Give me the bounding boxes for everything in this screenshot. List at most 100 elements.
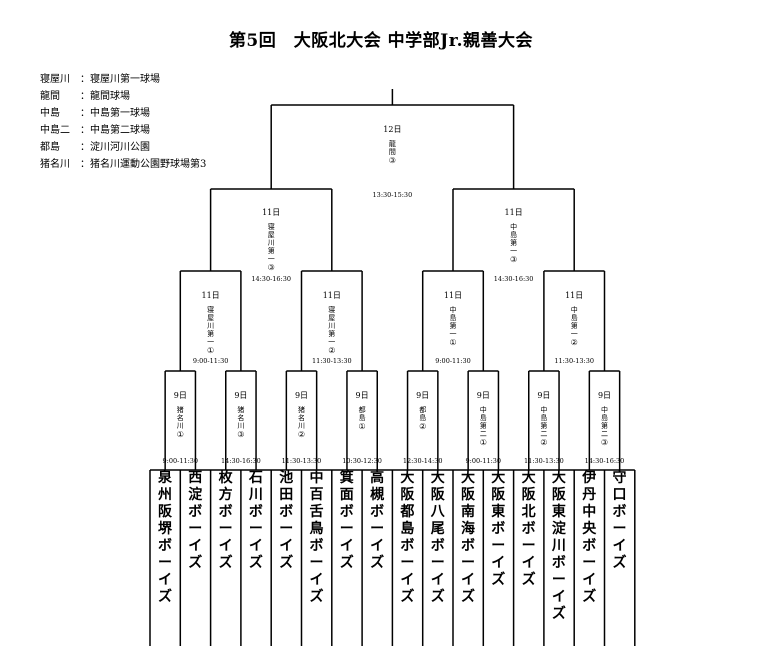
match-venue: 中島第一 [485, 223, 543, 255]
team-name-char: 東 [551, 504, 566, 520]
match-time: 9:00-11:30 [465, 457, 502, 465]
team-name-char: 川 [248, 487, 263, 503]
venue-short: 猪名川 [40, 159, 70, 170]
match-venue: 猪名川 [273, 406, 331, 430]
team-name-char: ズ [491, 572, 506, 588]
match-venue: 龍間 [363, 140, 421, 156]
match-venue-char: 第 [449, 322, 457, 330]
match-venue-char: 寝 [267, 223, 275, 231]
match-number: ① [176, 430, 184, 439]
match-venue-char: 名 [298, 414, 305, 422]
team-name-char: ズ [551, 606, 566, 622]
match-venue-char: 中 [540, 406, 548, 414]
team-name-char: 池 [279, 470, 294, 486]
team-name-char: 阪 [400, 487, 415, 503]
match-venue-char: 第 [510, 239, 518, 247]
match-venue-char: 島 [510, 231, 518, 239]
match-time: 11:30-13:30 [311, 357, 352, 365]
team-name: 枚方ボーイズ [212, 470, 240, 645]
team-name: 池田ボーイズ [272, 470, 300, 645]
match-day: 11日 [262, 208, 281, 217]
match-day: 9日 [234, 391, 248, 400]
match-venue-char: 一 [449, 330, 457, 338]
team-name-char: ボ [248, 504, 263, 520]
team-name-char: ボ [218, 504, 233, 520]
match-time: 14:30-16:30 [221, 457, 261, 465]
match-venue-char: 名 [176, 414, 184, 422]
team-name-char: 大 [491, 470, 506, 486]
match-venue: 都島 [394, 406, 452, 422]
team-name-char: ボ [309, 538, 324, 554]
match-venue-char: 中 [570, 306, 578, 314]
venue-full: ：龍間球場 [80, 91, 130, 102]
team-name: 高槻ボーイズ [363, 470, 391, 645]
team-name-char: ー [430, 555, 445, 571]
team-name-char: 大 [400, 470, 415, 486]
team-name-char: 尾 [430, 521, 445, 537]
team-name-char: ボ [158, 538, 172, 554]
team-name-char: ボ [551, 555, 566, 571]
match-venue-char: 中 [601, 406, 608, 414]
match-time: 11:30-13:30 [554, 357, 595, 365]
team-name-char: 石 [248, 470, 263, 486]
team-name-char: ボ [612, 504, 627, 520]
match-venue: 都島 [333, 406, 391, 422]
legend-row: 龍間 ：龍間球場 [40, 88, 206, 105]
match-time: 11:30-13:30 [524, 457, 564, 465]
team-name-char: 泉 [158, 470, 172, 486]
team-name-char: 阪 [551, 487, 566, 503]
team-name-char: ズ [279, 555, 294, 571]
match-number: ③ [388, 156, 396, 165]
team-name-char: 鳥 [309, 521, 324, 537]
match-venue-char: 川 [267, 239, 275, 247]
match-venue-char: 二 [601, 430, 608, 438]
team-name-char: ー [218, 521, 233, 537]
team-name-char: ズ [521, 572, 536, 588]
match-venue-char: 島 [449, 314, 457, 322]
team-name-char: ー [461, 555, 475, 571]
match-venue-char: 第 [479, 422, 487, 430]
match-day: 9日 [537, 391, 551, 400]
match-venue-char: 猪 [237, 406, 245, 414]
match-day: 9日 [416, 391, 430, 400]
team-name-char: 堺 [158, 521, 172, 537]
match-venue-char: 第 [207, 330, 215, 338]
team-name-char: ー [339, 521, 354, 537]
team-name-char: 枚 [218, 470, 233, 486]
page-title: 第5回 大阪北大会 中学部Jr.親善大会 [228, 31, 534, 51]
team-name: 石川ボーイズ [242, 470, 270, 645]
team-name-char: イ [188, 538, 203, 554]
venue-short: 龍間 [40, 91, 60, 102]
match-number: ① [358, 422, 366, 431]
team-name-char: ズ [400, 589, 415, 605]
team-name: 大阪東淀川ボーイズ [545, 470, 573, 645]
venue-full: ：中島第一球場 [80, 108, 150, 119]
match-day: 9日 [173, 391, 187, 400]
team-name-char: ズ [430, 589, 445, 605]
team-name-char: 川 [551, 538, 566, 554]
match-venue-char: 一 [510, 247, 518, 255]
team-name-char: ボ [279, 504, 294, 520]
team-name-char: イ [612, 538, 627, 554]
match-venue-char: 川 [328, 322, 336, 330]
legend-row: 中島：中島第一球場 [40, 105, 206, 122]
match-number: ② [297, 430, 306, 439]
match-venue: 猪名川 [212, 406, 270, 430]
team-name-char: 都 [400, 504, 415, 520]
match-venue-char: 都 [358, 406, 366, 414]
match-venue-char: 島 [479, 414, 487, 422]
team-name-char: ー [248, 521, 263, 537]
match-number: ① [207, 346, 215, 355]
match-venue: 中島第一 [424, 306, 482, 338]
team-name-char: ズ [339, 555, 354, 571]
legend-row: 中島二：中島第二球場 [40, 122, 206, 139]
team-name-char: ー [551, 572, 566, 588]
match-time: 9:00-11:30 [435, 357, 471, 365]
team-name-char: ズ [218, 555, 233, 571]
team-name-char: 中 [309, 470, 324, 486]
team-name-char: ズ [158, 589, 172, 605]
team-name-char: 箕 [339, 470, 354, 486]
legend-row: 猪名川：猪名川運動公園野球場第3 [40, 156, 206, 173]
